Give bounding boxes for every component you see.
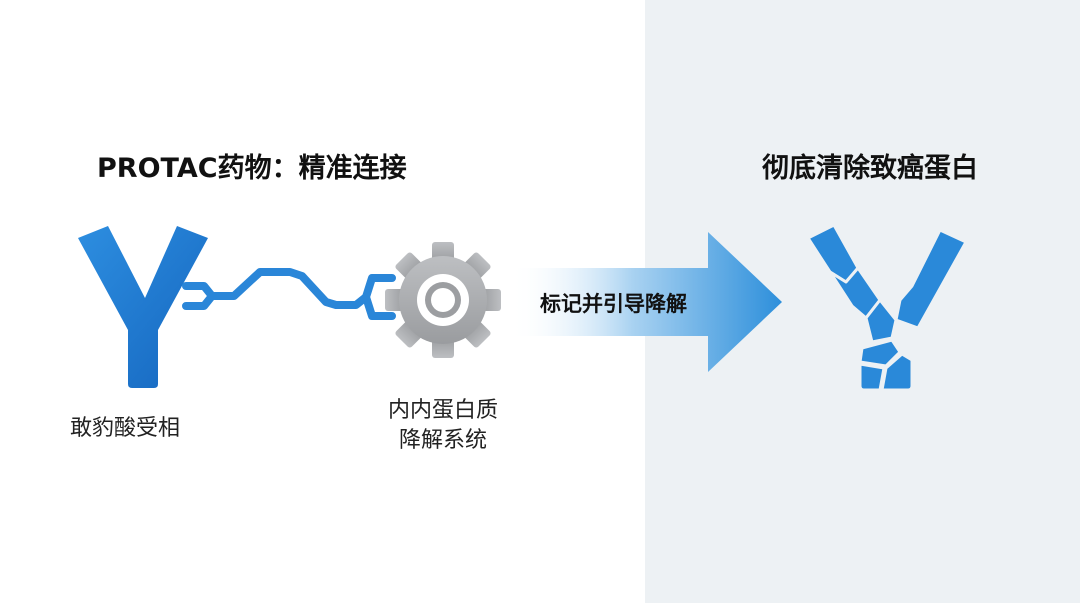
ups-label-line2: 降解系统 bbox=[398, 428, 487, 453]
arrow-label: 标记并引导降解 bbox=[540, 292, 687, 316]
broken-protein-y-icon bbox=[806, 223, 968, 392]
left-title: PROTAC药物：精准连接 bbox=[97, 153, 407, 184]
receptor-label: 敢豹酸受相 bbox=[70, 416, 181, 441]
arrow-icon bbox=[510, 232, 782, 372]
receptor-y-icon bbox=[78, 226, 208, 388]
right-title: 彻底清除致癌蛋白 bbox=[762, 153, 978, 184]
ups-label: 内内蛋白质 降解系统 bbox=[368, 396, 518, 456]
protac-linker-icon bbox=[182, 268, 396, 320]
gear-icon bbox=[385, 242, 501, 358]
ups-label-line1: 内内蛋白质 bbox=[387, 398, 498, 423]
